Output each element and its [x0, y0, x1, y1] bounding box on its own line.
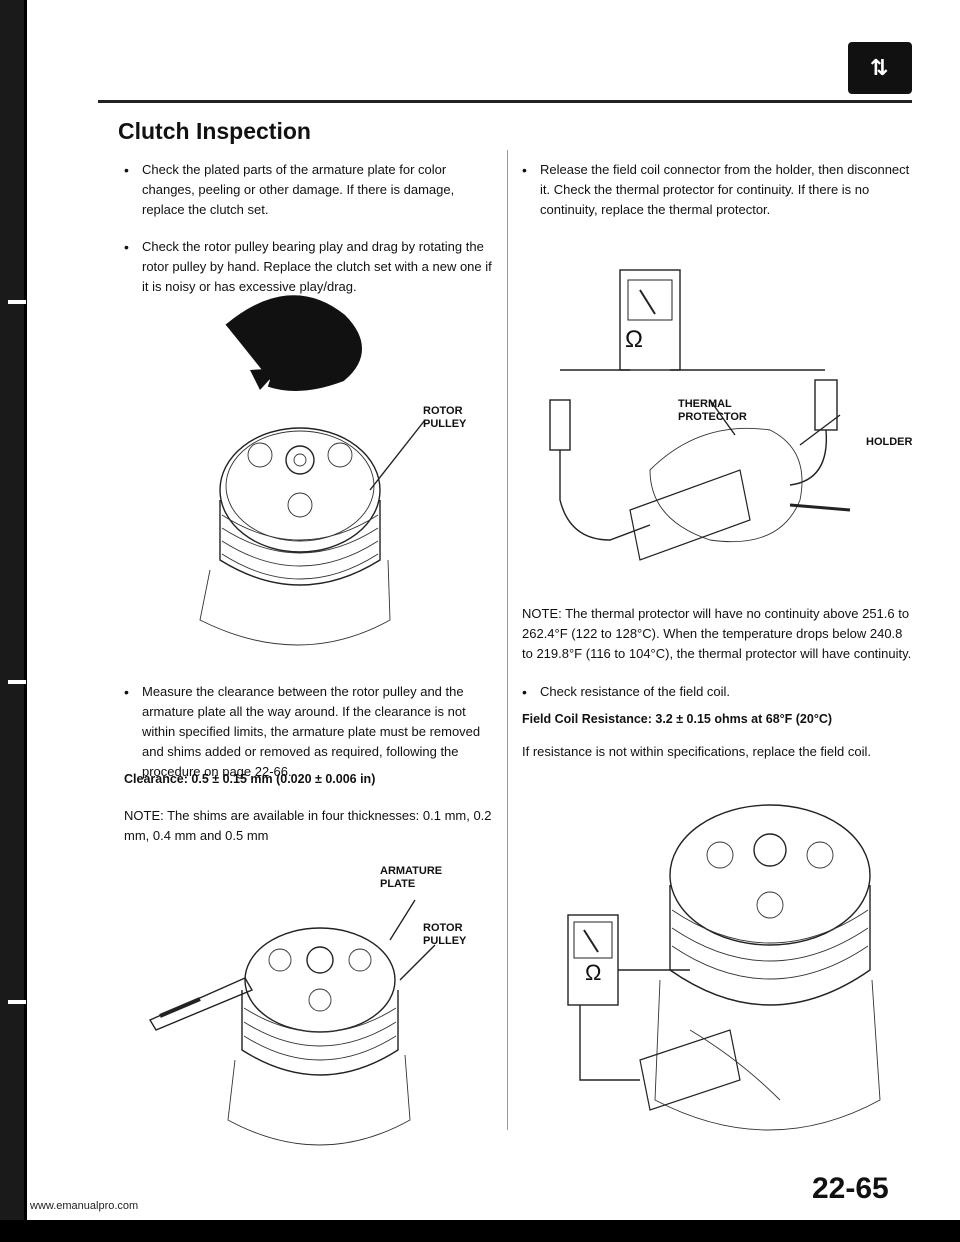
bullet-field-coil: Check resistance of the field coil.	[522, 682, 912, 702]
shim-note: NOTE: The shims are available in four th…	[124, 808, 492, 843]
binding-notch	[8, 300, 26, 304]
ohm-symbol-2: Ω	[585, 960, 602, 985]
rotor-pulley-figure	[199, 295, 426, 646]
armature-plate-label: ARMATURE PLATE	[380, 865, 442, 891]
replace-field-coil-text: If resistance is not within specificatio…	[522, 744, 872, 759]
bullet-rotor-check: Check the rotor pulley bearing play and …	[124, 237, 492, 297]
clearance-spec: Clearance: 0.5 ± 0.15 mm (0.020 ± 0.006 …	[124, 772, 376, 786]
clearance-measure-figure	[148, 899, 436, 1146]
thermal-note: NOTE: The thermal protector will have no…	[522, 606, 912, 661]
rotor-pulley-label: ROTOR PULLEY	[423, 405, 466, 431]
label-line: PROTECTOR	[678, 411, 747, 423]
label-line: ROTOR	[423, 922, 463, 934]
bullet-armature-check: Check the plated parts of the armature p…	[124, 160, 492, 220]
page-number: 22-65	[812, 1172, 889, 1205]
label-line: THERMAL	[678, 398, 732, 410]
thermal-protector-figure	[549, 269, 851, 561]
page-title: Clutch Inspection	[118, 118, 311, 144]
column-divider	[507, 150, 508, 1130]
label-line: PLATE	[380, 878, 416, 890]
label-line: PULLEY	[423, 935, 467, 947]
label-line: ARMATURE	[380, 865, 443, 877]
bullet-clearance-measure: Measure the clearance between the rotor …	[124, 682, 492, 782]
page-binding-edge	[0, 0, 24, 1242]
binding-notch	[8, 680, 26, 684]
thermal-protector-label: THERMAL PROTECTOR	[678, 398, 747, 424]
binding-notch	[8, 1000, 26, 1004]
label-line: PULLEY	[423, 418, 467, 430]
bullet-thermal-protector: Release the field coil connector from th…	[522, 160, 912, 220]
field-coil-resistance-spec: Field Coil Resistance: 3.2 ± 0.15 ohms a…	[522, 712, 833, 726]
header-rule	[98, 100, 912, 103]
rotor-pulley-label-2: ROTOR PULLEY	[423, 922, 466, 948]
bottom-bar	[0, 1220, 960, 1242]
source-url[interactable]: www.emanualpro.com	[30, 1200, 139, 1212]
holder-label: HOLDER	[866, 436, 913, 448]
label-line: ROTOR	[423, 405, 463, 417]
binding-line	[24, 0, 27, 1242]
up-down-arrows-icon: ⇅	[848, 42, 912, 94]
field-coil-figure	[567, 804, 881, 1131]
ohm-symbol: Ω	[625, 326, 643, 353]
